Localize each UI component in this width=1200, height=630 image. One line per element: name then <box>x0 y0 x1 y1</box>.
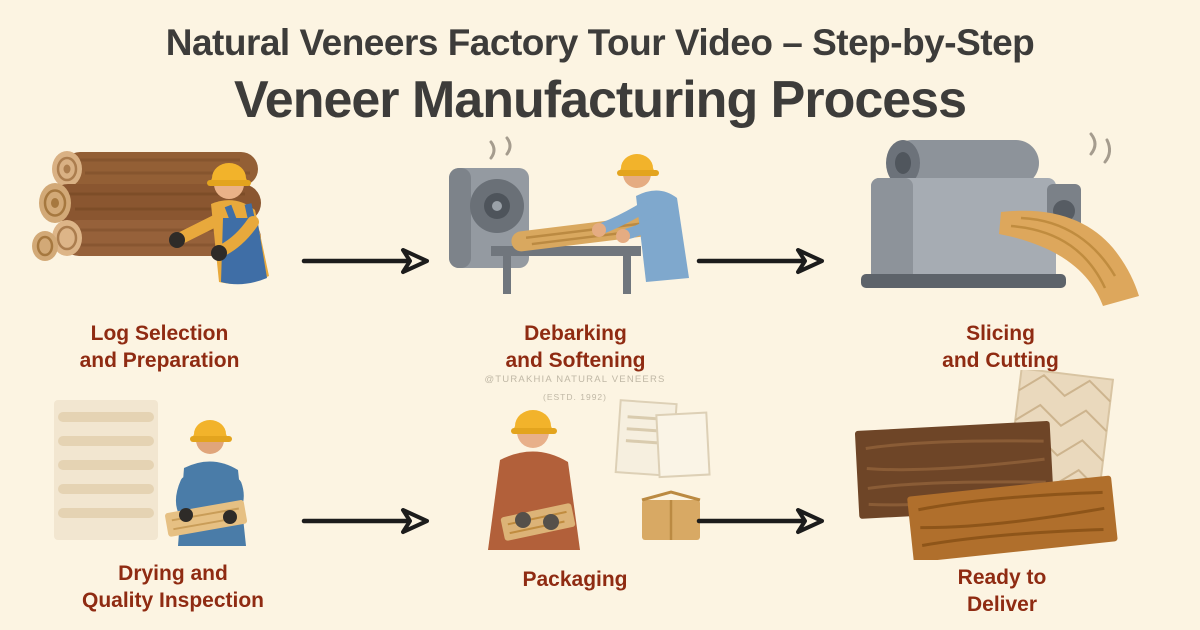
worker-graphic <box>168 163 269 285</box>
slicing-machine-illustration <box>860 132 1139 306</box>
step-label-packaging: Packaging <box>522 568 628 591</box>
debarking-machine-illustration <box>448 136 689 294</box>
cardboard-box-graphic <box>641 490 701 540</box>
title-line-2: Veneer Manufacturing Process <box>233 71 967 129</box>
inspector-graphic <box>165 420 248 546</box>
step-label-log-selection: Log Selection and Preparation <box>79 322 240 373</box>
veneer-sheets-illustration <box>854 370 1118 560</box>
arrow-right-icon <box>300 246 432 276</box>
steam-graphic <box>1089 132 1111 164</box>
slicer-machine-graphic <box>860 140 1081 288</box>
step-label-debarking: Debarking and Softening <box>505 322 646 373</box>
step-ready-to-deliver: Ready to Deliver <box>852 370 1152 619</box>
watermark-line-1: @TURAKHIA NATURAL VENEERS <box>484 374 666 385</box>
arrow-right-icon <box>300 506 432 536</box>
step-log-selection: Log Selection and Preparation <box>12 126 307 375</box>
step-label-ready-to-deliver: Ready to Deliver <box>957 566 1047 617</box>
drying-rack-graphic <box>54 400 158 540</box>
documents-graphic <box>614 399 711 479</box>
packaging-illustration <box>488 399 711 550</box>
debarker-machine-graphic <box>448 168 641 294</box>
step-label-drying: Drying and Quality Inspection <box>81 562 265 613</box>
watermark: @TURAKHIA NATURAL VENEERS (ESTD. 1992) <box>455 374 695 402</box>
step-label-slicing: Slicing and Cutting <box>942 322 1059 373</box>
step-drying: Drying and Quality Inspection <box>48 396 298 615</box>
step-slicing: Slicing and Cutting <box>848 126 1153 375</box>
honey-sheet-graphic <box>907 475 1118 560</box>
watermark-line-2: (ESTD. 1992) <box>543 392 607 402</box>
log-pile-worker-illustration <box>31 151 269 285</box>
worker-graphic <box>591 154 689 282</box>
title-line-1: Natural Veneers Factory Tour Video – Ste… <box>165 22 1035 63</box>
drying-inspection-illustration <box>54 400 248 546</box>
step-packaging: Packaging <box>430 390 720 593</box>
steam-graphic <box>489 136 511 160</box>
veneer-sheet-graphic <box>998 210 1139 306</box>
step-debarking: Debarking and Softening <box>428 126 723 375</box>
worker-graphic <box>488 410 580 550</box>
arrow-right-icon <box>695 246 827 276</box>
arrow-right-icon <box>695 506 827 536</box>
